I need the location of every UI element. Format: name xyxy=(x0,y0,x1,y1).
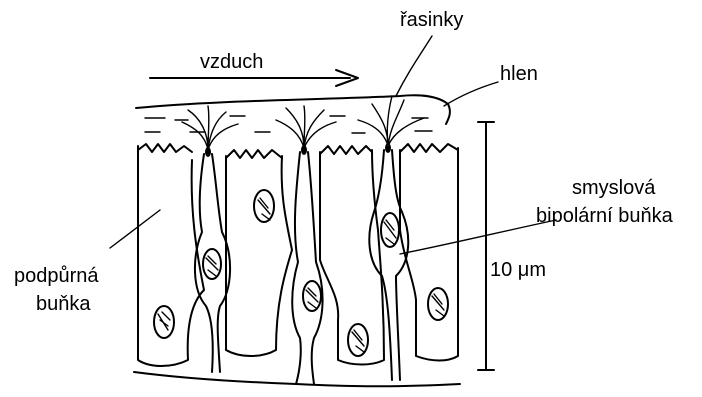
label-mucus: hlen xyxy=(500,63,538,85)
scale-bar xyxy=(478,122,494,370)
sensory-cell-leader-line xyxy=(400,220,556,254)
label-cilia: řasinky xyxy=(400,9,463,31)
label-air: vzduch xyxy=(200,51,263,73)
label-sensory-line1: smyslová xyxy=(572,177,656,199)
cilia-leader-line xyxy=(396,36,432,96)
label-support-cell-line2: buňka xyxy=(36,293,91,315)
bipolar-neuron-1 xyxy=(195,147,230,372)
mucus-leader-line xyxy=(444,82,498,106)
cilia-tuft-2 xyxy=(276,106,336,148)
mucus-layer xyxy=(136,95,450,133)
support-cell-1 xyxy=(138,144,204,366)
bipolar-neuron-3 xyxy=(369,143,408,380)
label-sensory-line2: bipolární buňka xyxy=(536,205,674,227)
support-cell-2 xyxy=(226,150,292,356)
support-cell-leader-line xyxy=(110,210,160,248)
support-cell-3 xyxy=(320,146,384,365)
bipolar-neuron-2 xyxy=(292,145,322,384)
cilia-tuft-3 xyxy=(358,96,424,146)
label-support-cell-line1: podpůrná xyxy=(14,265,99,287)
label-scale: 10 μm xyxy=(490,259,546,281)
cilia-tuft-1 xyxy=(182,106,238,150)
